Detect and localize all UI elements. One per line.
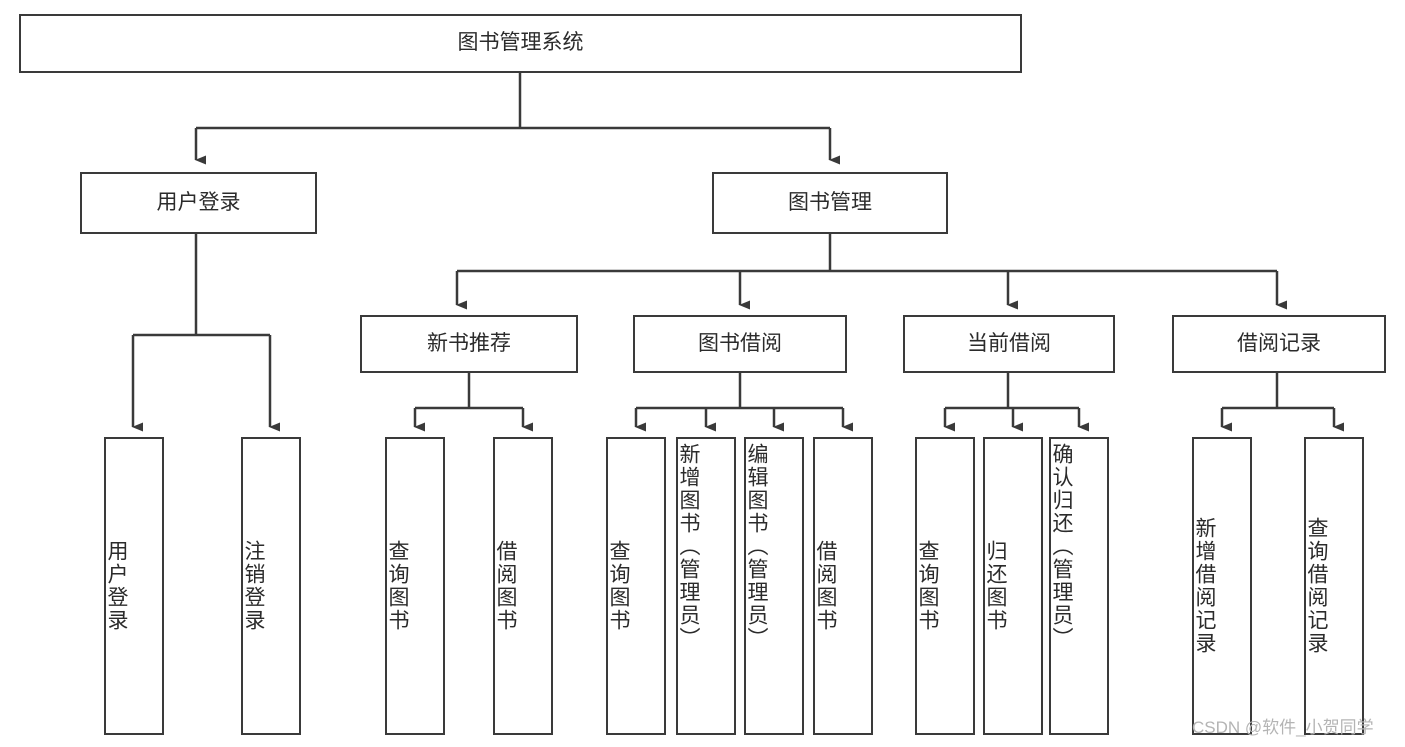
node-label: 图书借阅 — [698, 331, 782, 355]
node-label: 借阅图书 — [494, 540, 517, 632]
leaf-query-book-recommend[interactable]: 查询图书 — [385, 437, 445, 735]
node-label: 查询图书 — [607, 540, 630, 632]
node-label: 确认归还（管理员） — [1050, 443, 1073, 650]
leaf-borrow-book-recommend[interactable]: 借阅图书 — [493, 437, 553, 735]
leaf-edit-book-admin[interactable]: 编辑图书（管理员） — [744, 437, 804, 735]
leaf-confirm-return-admin[interactable]: 确认归还（管理员） — [1049, 437, 1109, 735]
leaf-return-book[interactable]: 归还图书 — [983, 437, 1043, 735]
leaf-borrow-book[interactable]: 借阅图书 — [813, 437, 873, 735]
node-label: 查询图书 — [916, 540, 939, 632]
leaf-logout[interactable]: 注销登录 — [241, 437, 301, 735]
node-label: 当前借阅 — [967, 331, 1051, 355]
node-label: 新书推荐 — [427, 331, 511, 355]
node-label: 用户登录 — [156, 190, 241, 214]
node-root-book-management-system[interactable]: 图书管理系统 — [19, 14, 1022, 73]
node-label: 查询图书 — [386, 540, 409, 632]
node-label: 新增图书（管理员） — [677, 443, 700, 650]
node-label: 图书管理系统 — [457, 31, 584, 55]
node-label: 注销登录 — [242, 540, 265, 632]
node-label: 图书管理 — [788, 190, 872, 214]
leaf-add-book-admin[interactable]: 新增图书（管理员） — [676, 437, 736, 735]
leaf-user-login[interactable]: 用户登录 — [104, 437, 164, 735]
csdn-watermark: CSDN @软件_小贺同学 — [1192, 718, 1374, 737]
node-borrowing-records[interactable]: 借阅记录 — [1172, 315, 1386, 373]
node-new-book-recommendation[interactable]: 新书推荐 — [360, 315, 578, 373]
leaf-query-book-borrow[interactable]: 查询图书 — [606, 437, 666, 735]
node-label: 用户登录 — [105, 540, 128, 632]
leaf-query-borrow-record[interactable]: 查询借阅记录 — [1304, 437, 1364, 735]
node-user-login[interactable]: 用户登录 — [80, 172, 317, 234]
node-current-borrowing[interactable]: 当前借阅 — [903, 315, 1115, 373]
node-label: 新增借阅记录 — [1193, 517, 1216, 655]
node-label: 查询借阅记录 — [1305, 517, 1328, 655]
node-label: 借阅记录 — [1237, 331, 1321, 355]
leaf-add-borrow-record[interactable]: 新增借阅记录 — [1192, 437, 1252, 735]
node-book-borrowing[interactable]: 图书借阅 — [633, 315, 847, 373]
node-label: 编辑图书（管理员） — [745, 443, 768, 650]
node-label: 归还图书 — [984, 540, 1007, 632]
node-label: 借阅图书 — [814, 540, 837, 632]
node-book-management[interactable]: 图书管理 — [712, 172, 948, 234]
leaf-query-book-current[interactable]: 查询图书 — [915, 437, 975, 735]
